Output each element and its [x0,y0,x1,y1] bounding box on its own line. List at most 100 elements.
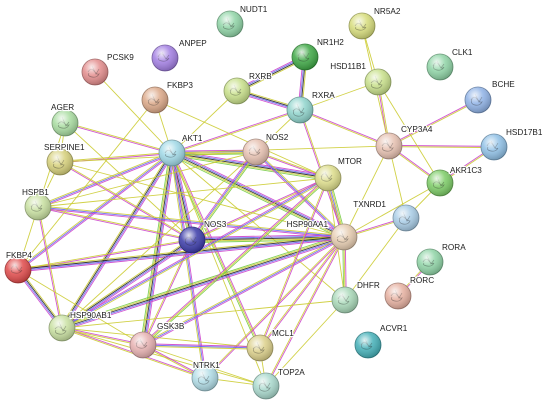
edge-line [265,236,344,386]
edge-akt1-cyp3a4 [171,145,390,154]
edge-hsp90aa1-cyp3a4 [343,145,390,238]
node-nr5a2[interactable]: NR5A2 [348,6,402,40]
edge-line [343,145,390,238]
edge-line [192,152,257,241]
edge-line [259,177,328,348]
node-nr1h2[interactable]: NR1H2 [291,37,345,71]
edge-hsp90ab1-hspb1 [36,206,64,329]
edge-line [36,207,62,329]
node-akt1[interactable]: AKT1 [158,133,204,167]
node-label: NTRK1 [193,361,220,370]
node-dhfr[interactable]: DHFR [331,280,381,314]
edge-line [191,235,344,240]
node-clk1[interactable]: CLK1 [426,47,474,81]
edge-line [259,236,344,348]
edge-line [171,152,206,379]
node-gloss [332,287,358,313]
edge-line [142,152,173,346]
node-label: FKBP3 [167,81,193,90]
edge-hsp90aa1-top2a [265,236,345,387]
node-nudt1[interactable]: NUDT1 [216,4,269,38]
node-rorc[interactable]: RORC [384,275,435,310]
node-label: RORA [442,243,466,252]
edge-line [171,153,344,239]
node-label: ACVR1 [380,324,408,333]
node-hsd17b1[interactable]: HSD17B1 [480,127,544,161]
node-gloss [5,257,31,283]
node-label: RORC [410,276,434,285]
edge-line [191,177,328,240]
node-fkbp3[interactable]: FKBP3 [141,80,194,114]
node-gloss [427,170,453,196]
node-ager[interactable]: AGER [50,102,79,137]
node-hsp90aa1[interactable]: HSP90AA1 [285,219,358,251]
node-label: CYP3A4 [401,125,433,134]
node-hsd11b1[interactable]: HSD11B1 [329,61,392,96]
node-akr1c3[interactable]: AKR1C3 [426,165,483,197]
edge-line [171,108,300,153]
edge-line [170,154,344,240]
edge-line [61,235,344,328]
node-rxra[interactable]: RXRA [286,90,336,124]
node-hsp90ab1[interactable]: HSP90AB1 [48,310,113,342]
node-label: MCL1 [272,329,294,338]
node-label: TOP2A [278,368,305,377]
node-ntrk1[interactable]: NTRK1 [191,360,221,392]
node-nos3[interactable]: NOS3 [178,219,228,254]
edge-line [171,149,256,152]
node-cyp3a4[interactable]: CYP3A4 [375,124,434,160]
edge-line [260,178,329,349]
node-hspb1[interactable]: HSPB1 [21,187,52,221]
node-gloss [331,224,357,250]
edge-hsp90ab1-mcl1 [61,327,261,349]
edge-gsk3b-fkbp4 [17,269,144,346]
node-nos2[interactable]: NOS2 [242,132,290,166]
node-serpine1[interactable]: SERPINE1 [43,142,86,176]
node-rora[interactable]: RORA [416,242,467,276]
node-mtor[interactable]: MTOR [314,156,363,192]
edge-gsk3b-mtor [141,176,330,347]
edge-cyp3a4-hsd17b1 [388,144,495,149]
node-pcsk9[interactable]: PCSK9 [81,52,135,86]
edge-line [94,71,173,154]
edge-line [38,205,345,237]
node-label: NR1H2 [317,38,344,47]
node-gloss [179,227,205,253]
node-gloss [315,165,341,191]
edge-line [299,110,389,147]
node-gloss [287,97,313,123]
node-gloss [52,110,78,136]
edge-line [16,151,172,270]
node-gloss [292,44,318,70]
edge-line [171,90,238,154]
node-label: FKBP4 [6,251,32,260]
node-gloss [253,373,279,399]
node-txnrd1[interactable]: TXNRD1 [352,199,420,232]
node-gloss [25,194,51,220]
edge-line [17,269,144,346]
node-acvr1[interactable]: ACVR1 [354,323,409,359]
edge-line [172,152,262,348]
node-fkbp4[interactable]: FKBP4 [4,250,33,284]
node-gloss [385,283,411,309]
edge-line [343,182,441,238]
edge-hsp90aa1-fkbp4 [17,234,345,273]
node-mcl1[interactable]: MCL1 [246,328,295,362]
node-rxrb[interactable]: RXRB [223,71,273,105]
node-bche[interactable]: BCHE [464,79,516,114]
node-label: RXRB [249,72,272,81]
edge-line [266,237,345,387]
edge-line [191,151,256,240]
node-anpep[interactable]: ANPEP [151,38,208,72]
edge-line [300,109,390,146]
edge-hsp90aa1-serpine1 [59,161,345,238]
edge-line [142,236,345,346]
edge-hsp90ab1-dhfr [61,299,346,329]
edge-line [38,205,193,240]
edge-line [59,161,345,238]
edge-line [60,161,193,240]
node-top2a[interactable]: TOP2A [252,367,306,400]
edge-line [171,145,390,154]
node-gsk3b[interactable]: GSK3B [129,321,186,359]
